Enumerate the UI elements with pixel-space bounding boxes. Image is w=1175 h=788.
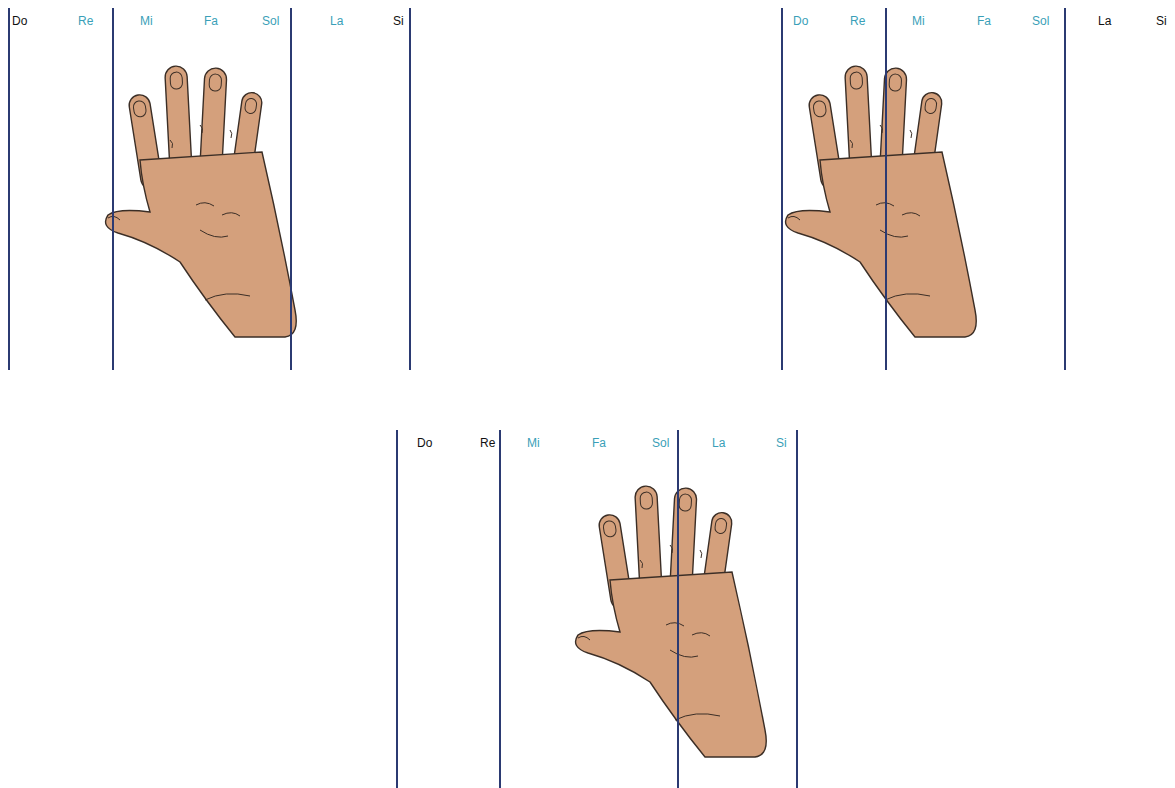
note-name: Do	[793, 14, 808, 28]
note-name: Si	[1156, 14, 1167, 28]
note-name: Re	[78, 14, 93, 28]
note-name: Si	[776, 436, 787, 450]
note-name: Mi	[140, 14, 153, 28]
note-name: Fa	[592, 436, 606, 450]
note-name: Sol	[262, 14, 279, 28]
note-name: Do	[417, 436, 432, 450]
note-name: Do	[12, 14, 27, 28]
note-name: La	[712, 436, 725, 450]
note-name: Mi	[527, 436, 540, 450]
note-name: Si	[393, 14, 404, 28]
note-name: La	[1098, 14, 1111, 28]
note-name: La	[330, 14, 343, 28]
note-name: Re	[480, 436, 495, 450]
note-name: Fa	[204, 14, 218, 28]
note-name: Mi	[912, 14, 925, 28]
note-name: Fa	[977, 14, 991, 28]
note-name: Sol	[652, 436, 669, 450]
note-name: Sol	[1032, 14, 1049, 28]
note-name: Re	[850, 14, 865, 28]
